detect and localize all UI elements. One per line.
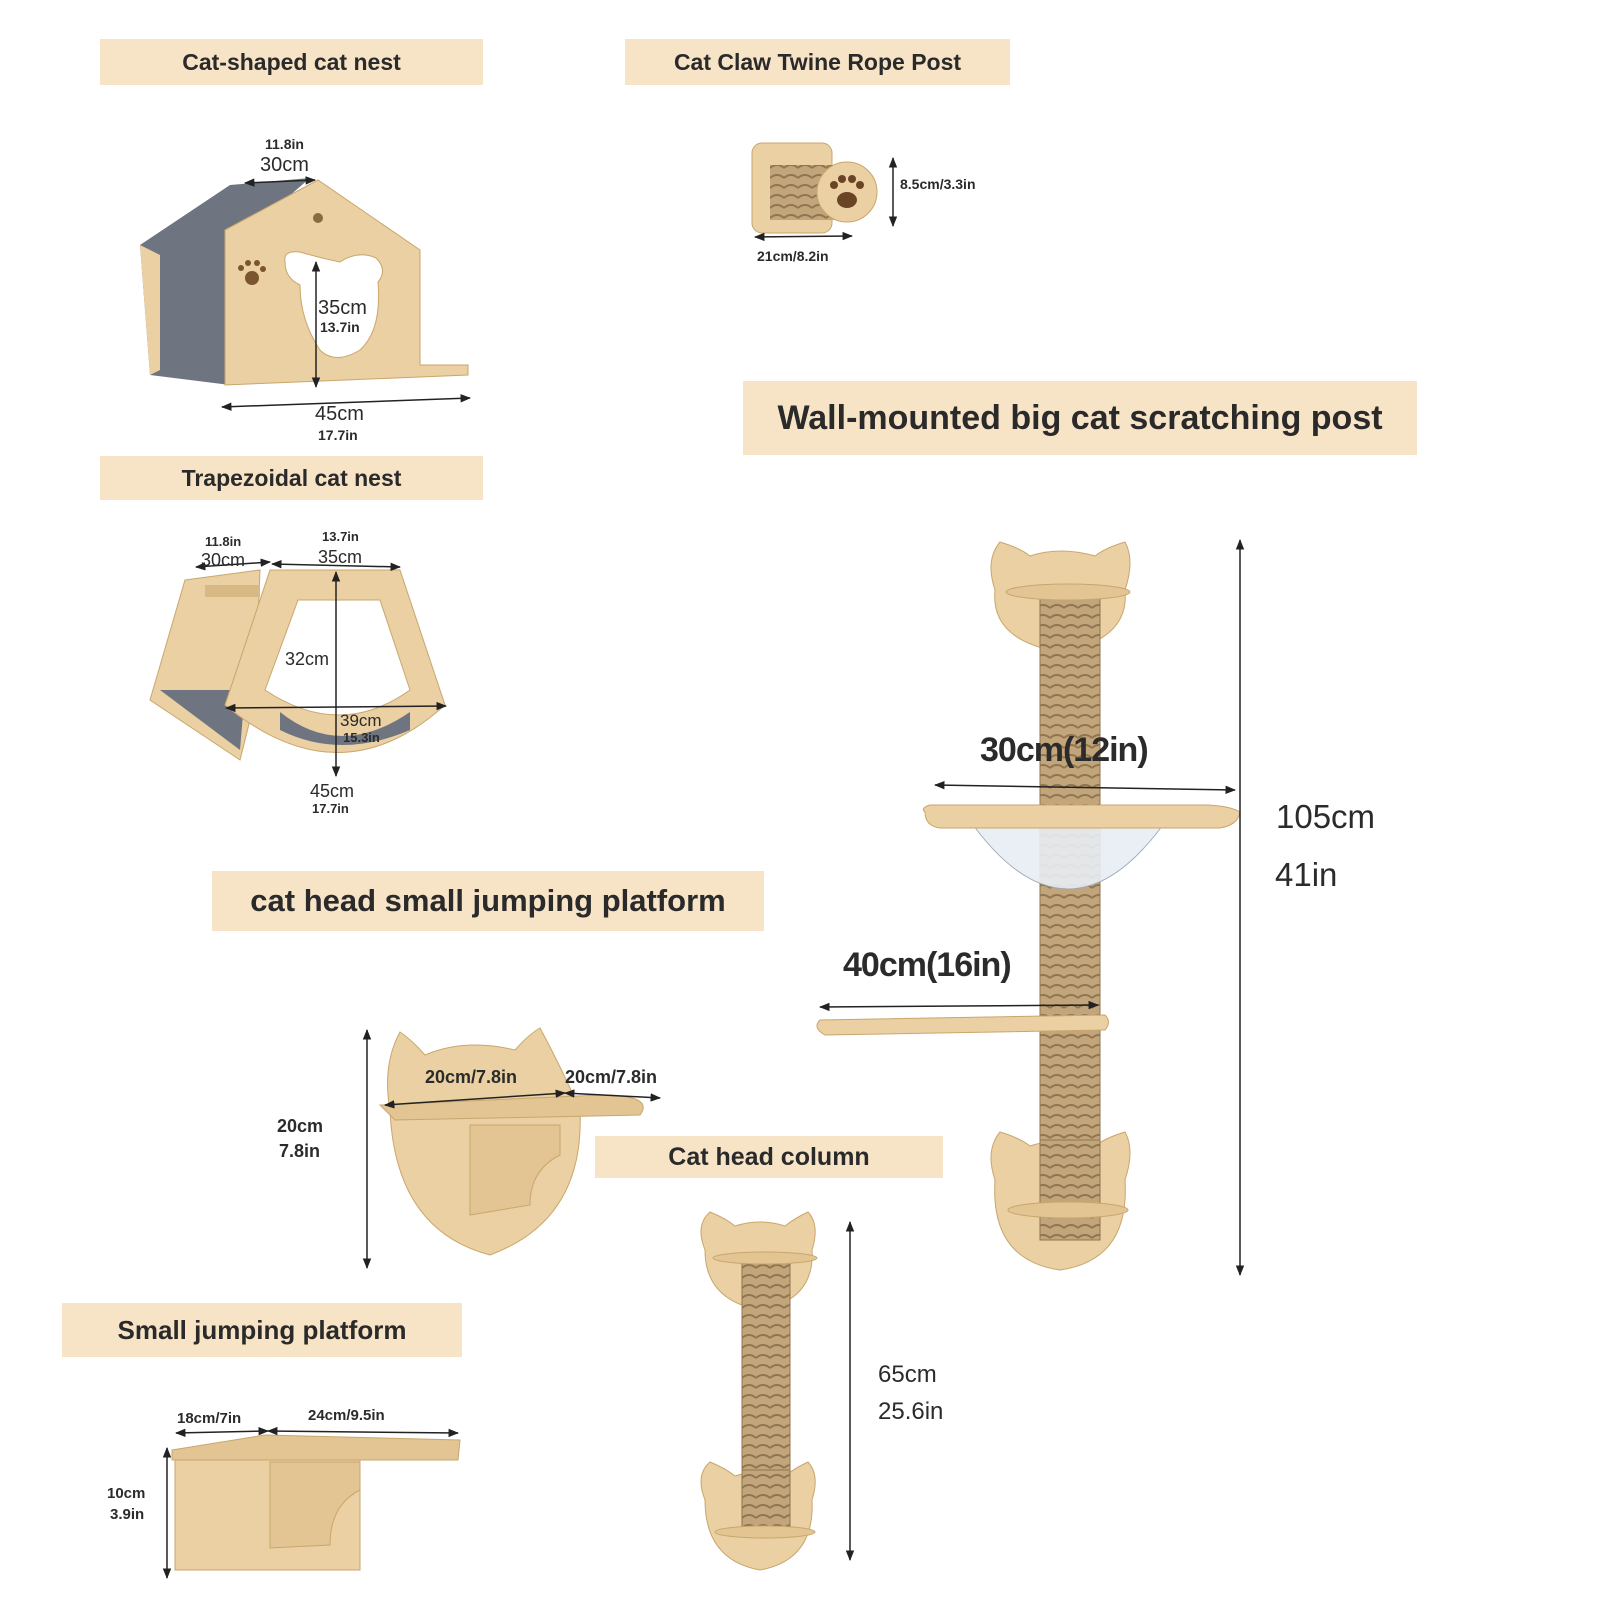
big-post-bowl-width: 30cm(12in) <box>980 731 1149 769</box>
nest2-height-cm: 32cm <box>285 649 330 669</box>
small-platform-image <box>162 1426 461 1580</box>
nest1-width-in: 11.8in <box>265 136 304 152</box>
nest1-width-cm: 30cm <box>260 154 309 176</box>
small-platform-height-in: 3.9in <box>110 1506 145 1523</box>
nest1-height-in: 13.7in <box>320 319 360 335</box>
small-platform-width: 24cm/9.5in <box>308 1407 385 1424</box>
cat-shaped-nest-image <box>140 176 472 411</box>
small-platform-depth: 18cm/7in <box>177 1410 242 1427</box>
big-post-image <box>816 538 1245 1277</box>
nest2-top-cm: 35cm <box>318 547 363 567</box>
small-platform-height-cm: 10cm <box>107 1485 146 1502</box>
rope-post-image <box>751 142 898 242</box>
big-post-height-in: 41in <box>1275 856 1338 893</box>
big-post-title: Wall-mounted big cat scratching post <box>743 381 1417 455</box>
head-platform-height-cm: 20cm <box>277 1116 324 1136</box>
nest2-depth-cm: 30cm <box>201 550 246 570</box>
big-post-height-cm: 105cm <box>1276 798 1376 835</box>
head-column-height-cm: 65cm <box>878 1361 937 1388</box>
head-platform-title: cat head small jumping platform <box>212 871 764 931</box>
head-column-height-in: 25.6in <box>878 1398 944 1425</box>
nest2-bottom-in: 17.7in <box>312 801 349 816</box>
head-platform-height-in: 7.8in <box>279 1141 321 1161</box>
nest1-length-cm: 45cm <box>315 403 364 425</box>
head-platform-depth: 20cm/7.8in <box>425 1067 518 1087</box>
rope-post-title: Cat Claw Twine Rope Post <box>625 39 1010 85</box>
trapezoidal-nest-title: Trapezoidal cat nest <box>100 456 483 500</box>
head-column-title: Cat head column <box>595 1136 943 1178</box>
head-column-image <box>700 1211 855 1571</box>
small-platform-title: Small jumping platform <box>62 1303 462 1357</box>
head-platform-width: 20cm/7.8in <box>565 1067 658 1087</box>
nest2-bottom-cm: 45cm <box>310 781 355 801</box>
rope-post-length: 21cm/8.2in <box>757 248 829 264</box>
nest2-mid-in: 15.3in <box>343 730 380 745</box>
rope-post-diameter: 8.5cm/3.3in <box>900 176 976 192</box>
big-post-platform-width: 40cm(16in) <box>843 946 1012 984</box>
nest1-length-in: 17.7in <box>318 427 358 443</box>
nest1-height-cm: 35cm <box>318 297 367 319</box>
nest2-top-in: 13.7in <box>322 529 359 544</box>
nest2-depth-in: 11.8in <box>205 534 242 549</box>
cat-shaped-nest-title: Cat-shaped cat nest <box>100 39 483 85</box>
head-platform-image <box>362 1027 662 1270</box>
nest2-mid-cm: 39cm <box>340 711 382 730</box>
trapezoidal-nest-image <box>149 558 448 778</box>
